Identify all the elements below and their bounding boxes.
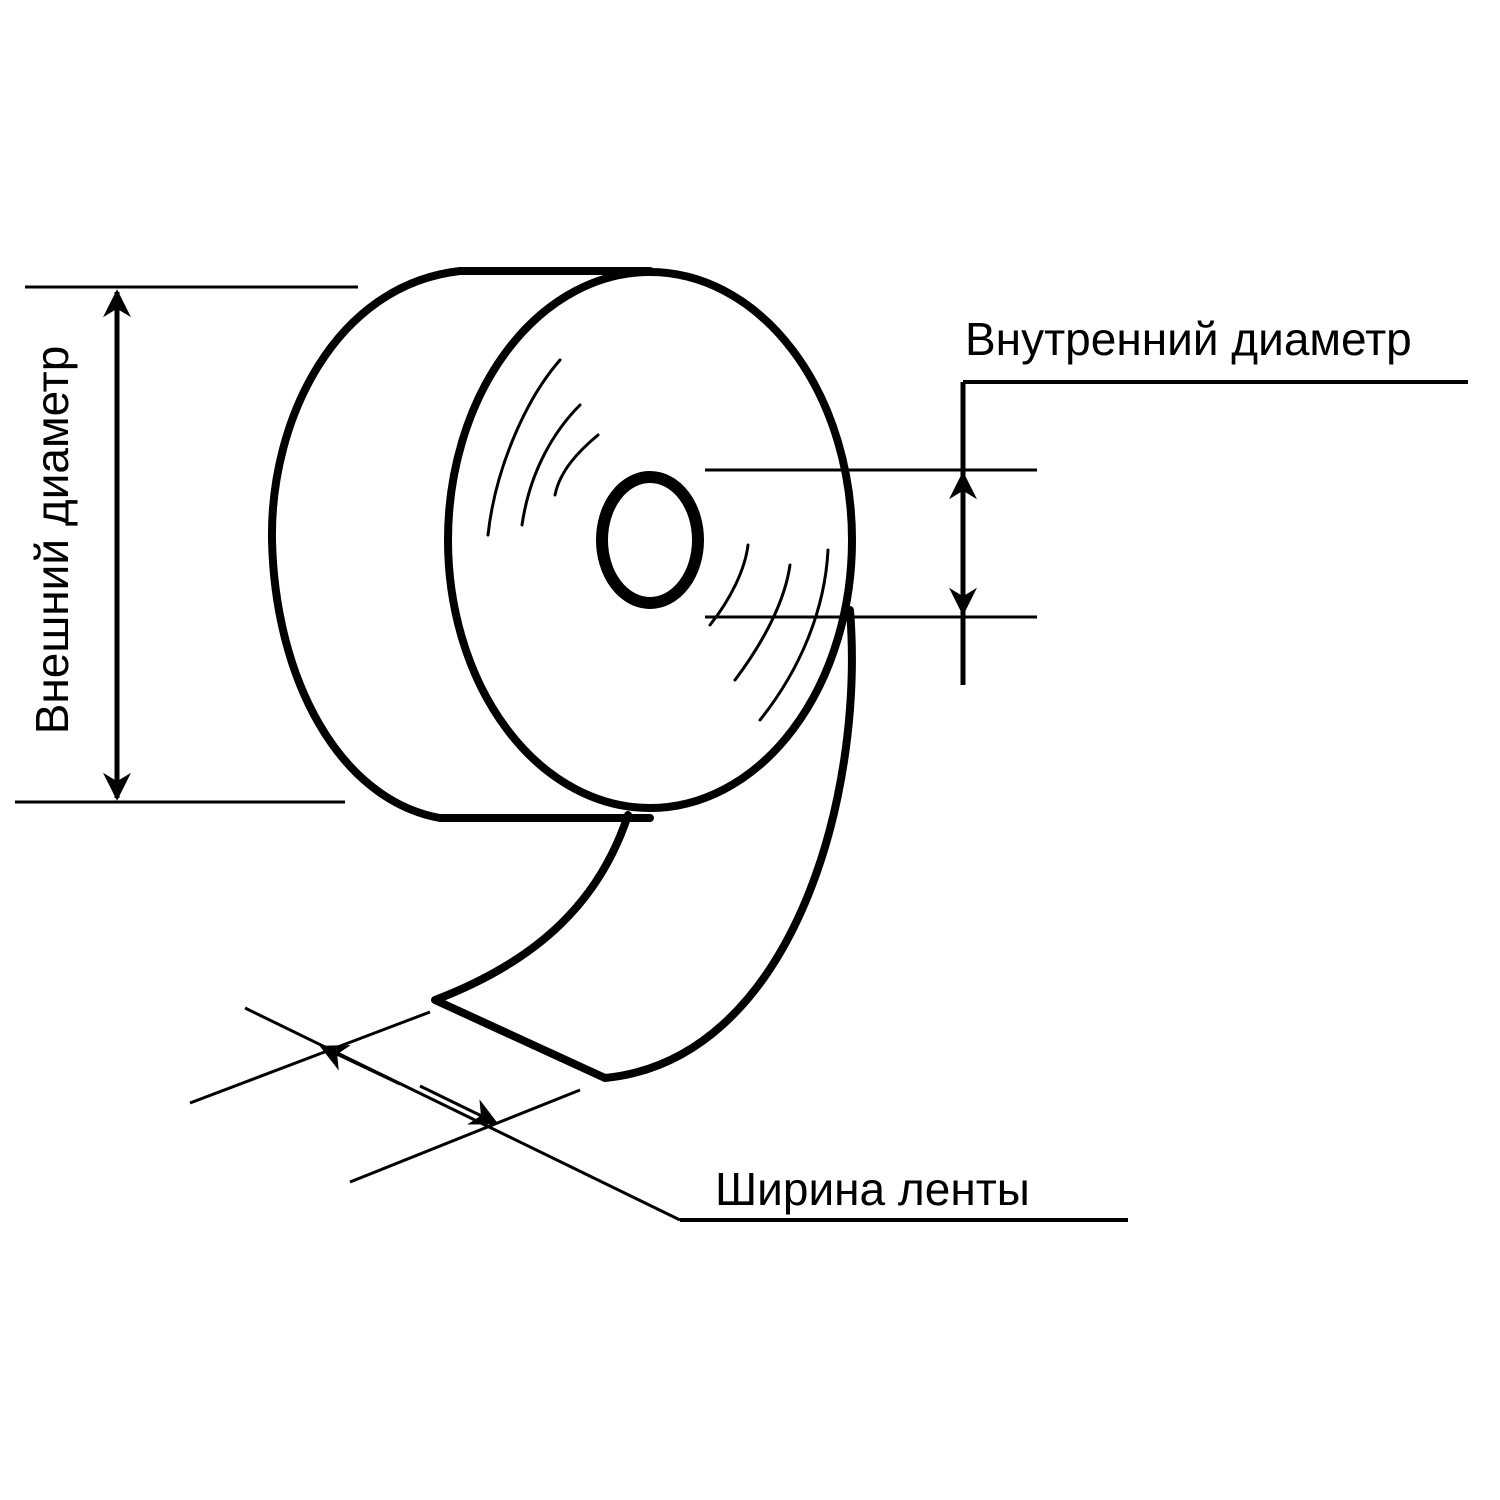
roll-outer-side [267,267,654,822]
inner-diameter-label: Внутренний диаметр [965,313,1412,365]
tape-strip [431,606,856,1082]
outer-diameter-label: Внешний диаметр [26,346,78,735]
shading-hatch [486,358,830,722]
tape-width-dimension [189,1006,1128,1222]
roll-core-hole [596,471,704,609]
roll-front-face [444,268,856,812]
tape-width-label: Ширина ленты [715,1163,1030,1215]
inner-diameter-dimension [705,380,1468,685]
outer-diameter-dimension [15,285,358,804]
